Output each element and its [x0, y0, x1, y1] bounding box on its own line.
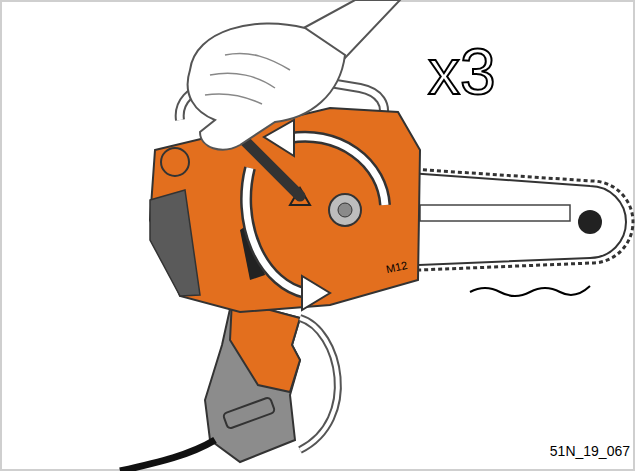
- saw-chain: [395, 168, 633, 271]
- tension-knob: [338, 203, 352, 217]
- motor-body: [150, 108, 420, 312]
- repeat-count: x3: [428, 40, 496, 104]
- guide-bar: [395, 172, 626, 266]
- glove-fingers: [205, 53, 290, 104]
- arrow-head: [302, 276, 330, 310]
- handle-top: [230, 300, 300, 392]
- figure-reference: 51N_19_067: [550, 444, 630, 458]
- power-cable: [120, 440, 215, 471]
- rotation-arrow: [290, 137, 385, 205]
- rotation-arrow: [246, 168, 305, 293]
- tension-knob: [329, 194, 361, 226]
- bar-slot: [420, 205, 570, 221]
- rear-handle: [205, 300, 300, 462]
- sprocket: [578, 210, 602, 234]
- gloved-hand: [188, 23, 345, 149]
- motion-line: [470, 286, 590, 296]
- oil-cap: [161, 148, 189, 176]
- rotation-arrow: [290, 137, 385, 205]
- grip-mark: [223, 397, 275, 429]
- handle-guard: [300, 318, 338, 450]
- handle-guard: [300, 318, 338, 450]
- side-panel: [150, 190, 200, 296]
- rotation-arrow: [246, 168, 305, 293]
